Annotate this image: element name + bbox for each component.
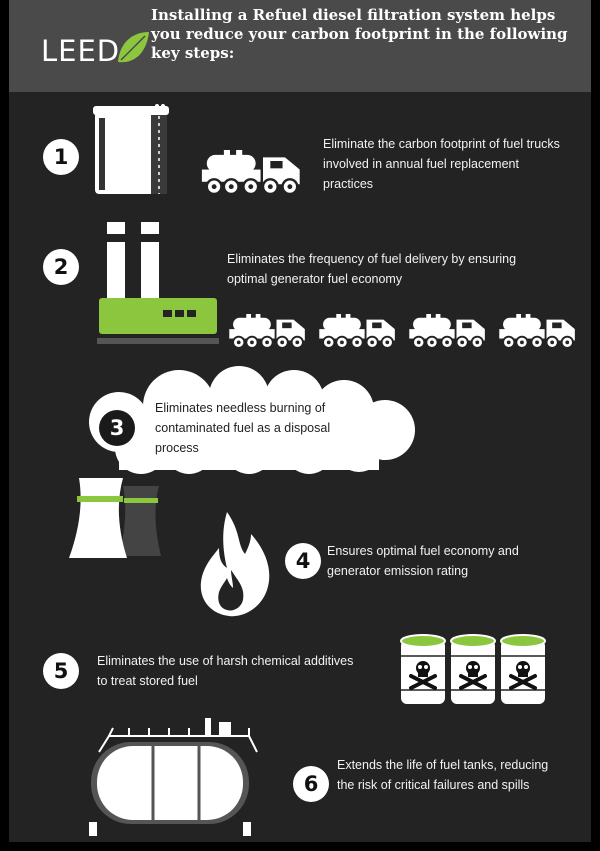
storage-tank-icon: [93, 104, 169, 194]
step-2-number: 2: [43, 249, 79, 285]
factory-icon: [97, 222, 219, 344]
fuel-truck-icon: [318, 313, 396, 349]
headline: Installing a Refuel diesel filtration sy…: [151, 6, 568, 62]
step-3-number: 3: [99, 410, 135, 446]
step-4-number: 4: [285, 543, 321, 579]
toxic-barrel-icon: [449, 633, 497, 706]
step-1-text: Eliminate the carbon footprint of fuel t…: [323, 137, 560, 191]
infographic: LEED Installing a Refuel diesel filtrati…: [9, 0, 591, 842]
step-6-text: Extends the life of fuel tanks, reducing…: [337, 758, 549, 792]
fuel-truck-icon: [200, 148, 301, 196]
step-4-text: Ensures optimal fuel economy and generat…: [327, 544, 519, 578]
fuel-truck-icon: [228, 313, 306, 349]
logo-text: LEED: [41, 34, 121, 68]
cooling-tower-icon: [69, 478, 161, 558]
leaf-icon: [118, 32, 149, 63]
step-5-text: Eliminates the use of harsh chemical add…: [97, 654, 354, 688]
fuel-tank-icon: [89, 718, 258, 836]
flame-icon: [200, 512, 270, 617]
step-5-number: 5: [43, 653, 79, 689]
step-1-number: 1: [43, 139, 79, 175]
step-3-text: Eliminates needless burning of contamina…: [155, 401, 331, 455]
fuel-truck-icon: [498, 313, 576, 349]
header: LEED Installing a Refuel diesel filtrati…: [9, 0, 591, 92]
toxic-barrel-icon: [399, 633, 447, 706]
fuel-truck-icon: [408, 313, 486, 349]
toxic-barrel-icon: [499, 633, 547, 706]
step-6-number: 6: [293, 766, 329, 802]
step-2-text: Eliminates the frequency of fuel deliver…: [227, 252, 517, 286]
